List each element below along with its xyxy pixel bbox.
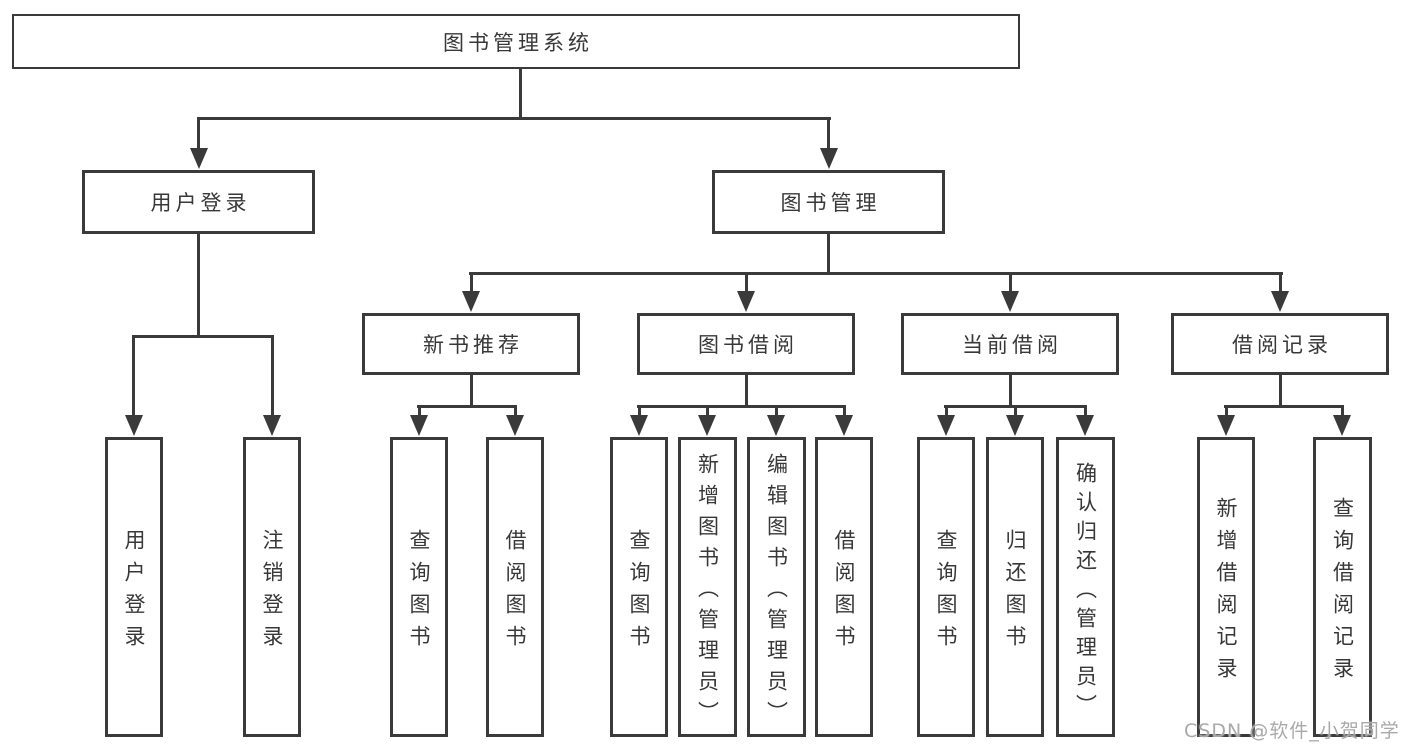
connector	[843, 405, 846, 418]
connector	[945, 405, 948, 418]
arrowhead	[1271, 291, 1289, 312]
arrowhead	[1076, 415, 1094, 436]
arrowhead	[937, 415, 955, 436]
connector	[470, 272, 473, 292]
node-root-label: 图书管理系统	[443, 30, 593, 55]
leaf-borrow-books-borrowing-label: 借阅图书	[832, 528, 856, 657]
arrowhead	[1001, 291, 1019, 312]
node-user-login: 用户登录	[82, 170, 315, 234]
connector	[775, 405, 778, 418]
connector	[519, 69, 522, 119]
connector	[1009, 272, 1012, 292]
leaf-confirm-return-admin-label: 确认归还（管理员）	[1073, 462, 1098, 723]
leaf-query-books-borrowing: 查询图书	[610, 437, 668, 737]
arrowhead	[835, 415, 853, 436]
leaf-user-login-label: 用户登录	[122, 528, 146, 657]
arrowhead	[263, 415, 281, 436]
node-book-borrowing-label: 图书借阅	[698, 333, 798, 357]
node-user-login-label: 用户登录	[150, 191, 251, 215]
leaf-logout: 注销登录	[243, 437, 301, 737]
connector	[1279, 374, 1282, 407]
leaf-edit-book-admin: 编辑图书（管理员）	[747, 437, 806, 737]
connector	[638, 405, 641, 418]
connector	[271, 335, 274, 417]
arrowhead	[410, 415, 428, 436]
connector	[418, 405, 421, 418]
leaf-query-books-current-label: 查询图书	[934, 528, 958, 657]
leaf-query-books-recommend-label: 查询图书	[407, 528, 431, 657]
node-book-borrowing: 图书借阅	[637, 313, 855, 375]
leaf-query-books-current: 查询图书	[917, 437, 975, 737]
leaf-query-books-recommend: 查询图书	[390, 437, 448, 737]
arrowhead	[1006, 415, 1024, 436]
leaf-add-book-admin-label: 新增图书（管理员）	[695, 453, 720, 732]
connector	[132, 335, 274, 338]
connector	[1341, 405, 1344, 418]
connector	[1225, 405, 1228, 418]
connector	[1009, 374, 1012, 407]
connector	[417, 405, 517, 408]
arrowhead	[1217, 415, 1235, 436]
leaf-logout-label: 注销登录	[260, 528, 284, 657]
connector	[514, 405, 517, 418]
leaf-edit-book-admin-label: 编辑图书（管理员）	[764, 453, 789, 732]
leaf-query-borrow-record: 查询借阅记录	[1313, 437, 1372, 737]
connector	[197, 117, 831, 120]
connector	[1279, 272, 1282, 292]
arrowhead	[462, 291, 480, 312]
leaf-return-book: 归还图书	[986, 437, 1044, 737]
arrowhead	[630, 415, 648, 436]
leaf-borrow-books-recommend: 借阅图书	[486, 437, 544, 737]
leaf-return-book-label: 归还图书	[1003, 528, 1027, 657]
leaf-borrow-books-recommend-label: 借阅图书	[503, 528, 527, 657]
connector	[745, 272, 748, 292]
connector	[706, 405, 709, 418]
node-root: 图书管理系统	[12, 14, 1020, 69]
node-book-management: 图书管理	[712, 170, 945, 234]
arrowhead	[698, 415, 716, 436]
node-book-management-label: 图书管理	[780, 191, 881, 215]
connector	[132, 335, 135, 417]
connector	[197, 117, 200, 150]
connector	[1014, 405, 1017, 418]
connector	[197, 233, 200, 337]
leaf-add-borrow-record: 新增借阅记录	[1197, 437, 1255, 737]
leaf-query-borrow-record-label: 查询借阅记录	[1330, 496, 1355, 689]
connector	[637, 405, 846, 408]
connector	[469, 272, 1283, 275]
leaf-add-borrow-record-label: 新增借阅记录	[1214, 496, 1238, 689]
arrowhead	[820, 148, 838, 169]
leaf-confirm-return-admin: 确认归还（管理员）	[1056, 437, 1115, 737]
leaf-user-login: 用户登录	[105, 437, 163, 737]
connector	[827, 233, 830, 274]
arrowhead	[506, 415, 524, 436]
node-new-book-recommend-label: 新书推荐	[423, 333, 523, 357]
node-borrowing-records: 借阅记录	[1171, 313, 1389, 375]
node-current-borrowing: 当前借阅	[901, 313, 1119, 375]
leaf-query-books-borrowing-label: 查询图书	[627, 528, 651, 657]
node-new-book-recommend: 新书推荐	[362, 313, 580, 375]
node-borrowing-records-label: 借阅记录	[1232, 333, 1332, 357]
arrowhead	[737, 291, 755, 312]
node-current-borrowing-label: 当前借阅	[962, 333, 1062, 357]
arrowhead	[125, 415, 143, 436]
connector	[1224, 405, 1344, 408]
leaf-add-book-admin: 新增图书（管理员）	[678, 437, 737, 737]
connector	[827, 117, 830, 150]
arrowhead	[1333, 415, 1351, 436]
watermark: CSDN @软件_小贺同学	[1184, 720, 1400, 742]
connector	[1084, 405, 1087, 418]
connector	[470, 374, 473, 407]
leaf-borrow-books-borrowing: 借阅图书	[815, 437, 873, 737]
connector	[745, 374, 748, 407]
arrowhead	[767, 415, 785, 436]
arrowhead	[190, 148, 208, 169]
